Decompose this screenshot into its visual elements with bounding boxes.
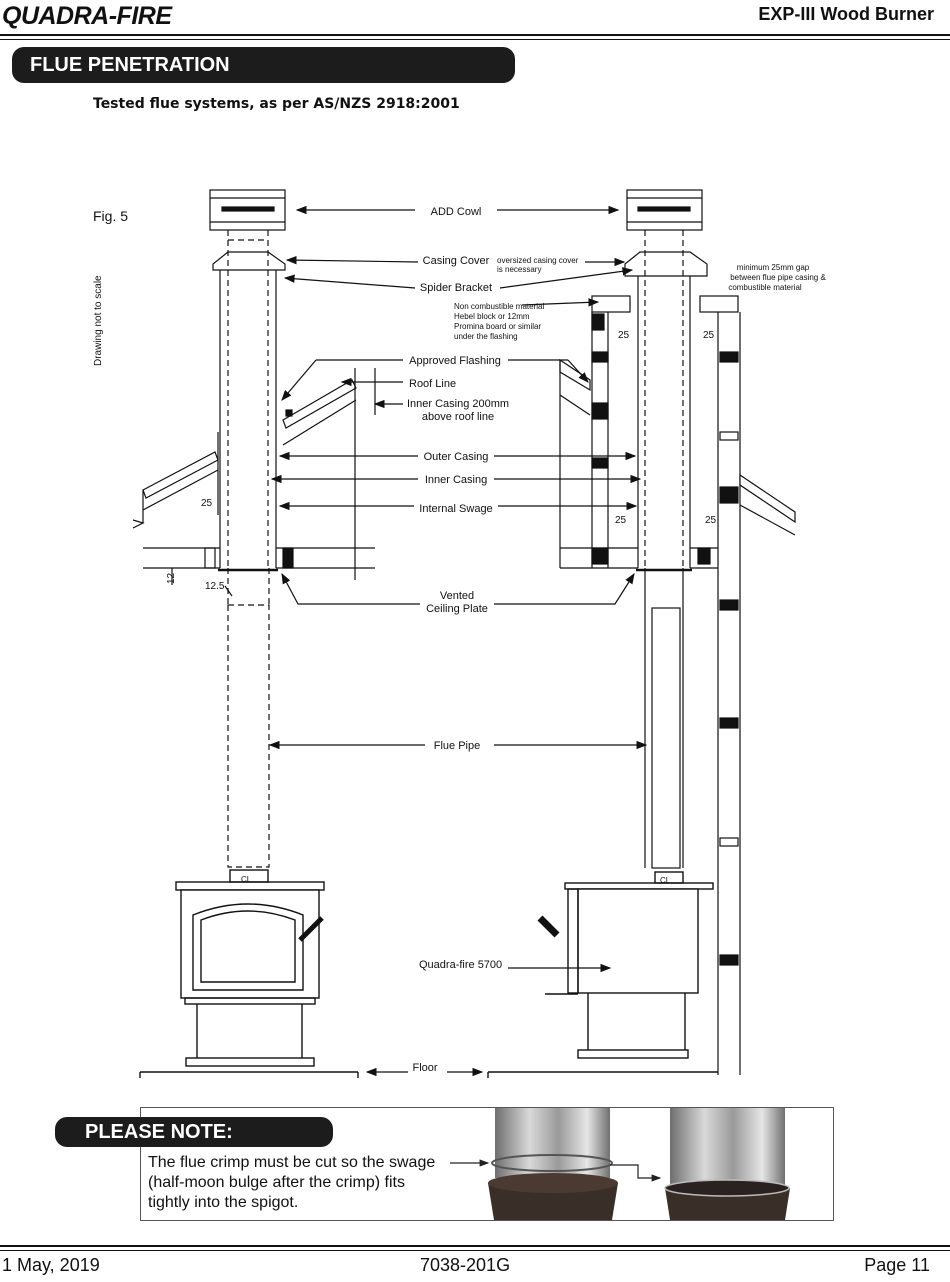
dim-12: 12 [166,572,177,584]
label-inner-casing: Inner Casing [425,474,487,486]
label-inner-casing-200-2: above roof line [422,411,494,423]
dim-25-bottom-left: 25 [615,515,627,526]
footer-date: 1 May, 2019 [2,1255,100,1275]
left-casing-cover [212,251,286,271]
right-installation [559,189,796,1075]
scale-note: Drawing not to scale [93,275,104,366]
label-spider-bracket: Spider Bracket [420,282,492,294]
right-stove [537,871,714,1059]
brand-logo: QUADRA-FIRE [2,2,172,30]
left-flue-pipe [227,604,270,868]
label-noncomb-4: under the flashing [454,332,518,341]
flue-penetration-diagram: Fig. 5 Drawing not to scale [93,189,826,1078]
dim-25-bottom-right: 25 [705,515,717,526]
label-min-gap-3: combustible material [728,283,802,292]
footer-rule-thin [0,1250,950,1251]
crimped-pipe-photo [488,1108,618,1220]
label-oversized-1: oversized casing cover [497,256,579,265]
label-vented-2: Ceiling Plate [426,603,488,615]
dim-25-top-left: 25 [618,330,630,341]
cl-right: CL [660,876,671,885]
fitted-pipe-photo [664,1108,790,1220]
right-flue-pipe [651,607,681,869]
crimp-photo-illustration [450,1108,790,1220]
label-outer-casing: Outer Casing [424,451,489,463]
label-approved-flashing: Approved Flashing [409,355,501,367]
dim-12-5: 12.5 [205,581,225,592]
label-quadra-fire-5700: Quadra-fire 5700 [419,959,502,971]
cl-left: CL [241,875,252,884]
right-casing-cover [624,251,708,277]
note-text: The flue crimp must be cut so the swage … [148,1153,478,1213]
footer-rule [0,1245,950,1247]
section-heading: FLUE PENETRATION [12,47,515,83]
label-noncomb-2: Hebel block or 12mm [454,312,530,321]
dim-25-left: 25 [201,498,213,509]
note-line-2: (half-moon bulge after the crimp) fits [148,1174,405,1191]
floor-lines [139,1071,718,1078]
label-floor: Floor [412,1062,437,1074]
document-title: EXP-III Wood Burner [758,4,934,24]
label-min-gap-2: between flue pipe casing & [730,273,826,282]
label-casing-cover: Casing Cover [423,255,490,267]
label-flue-pipe: Flue Pipe [434,740,480,752]
label-internal-swage: Internal Swage [419,503,492,515]
left-installation [132,189,376,868]
header-rule [0,34,950,36]
label-noncomb-1: Non combustible material [454,302,544,311]
note-heading: PLEASE NOTE: [55,1117,333,1147]
label-min-gap-1: minimum 25mm gap [737,263,810,272]
figure-subtitle: Tested flue systems, as per AS/NZS 2918:… [93,96,460,112]
left-stove [175,869,325,1067]
note-box [140,1107,834,1221]
dim-25-top-right: 25 [703,330,715,341]
footer-page-number: Page 11 [864,1255,930,1275]
note-line-1: The flue crimp must be cut so the swage [148,1154,436,1171]
label-vented-1: Vented [440,590,474,602]
figure-label: Fig. 5 [93,208,128,224]
label-inner-casing-200-1: Inner Casing 200mm [407,398,509,410]
header-rule-thin [0,39,950,40]
note-line-3: tightly into the spigot. [148,1194,299,1211]
label-oversized-2: is necessary [497,265,541,274]
label-noncomb-3: Promina board or similar [454,322,541,331]
label-add-cowl: ADD Cowl [431,206,482,218]
footer-doc-number: 7038-201G [420,1255,511,1275]
label-roof-line: Roof Line [409,378,456,390]
